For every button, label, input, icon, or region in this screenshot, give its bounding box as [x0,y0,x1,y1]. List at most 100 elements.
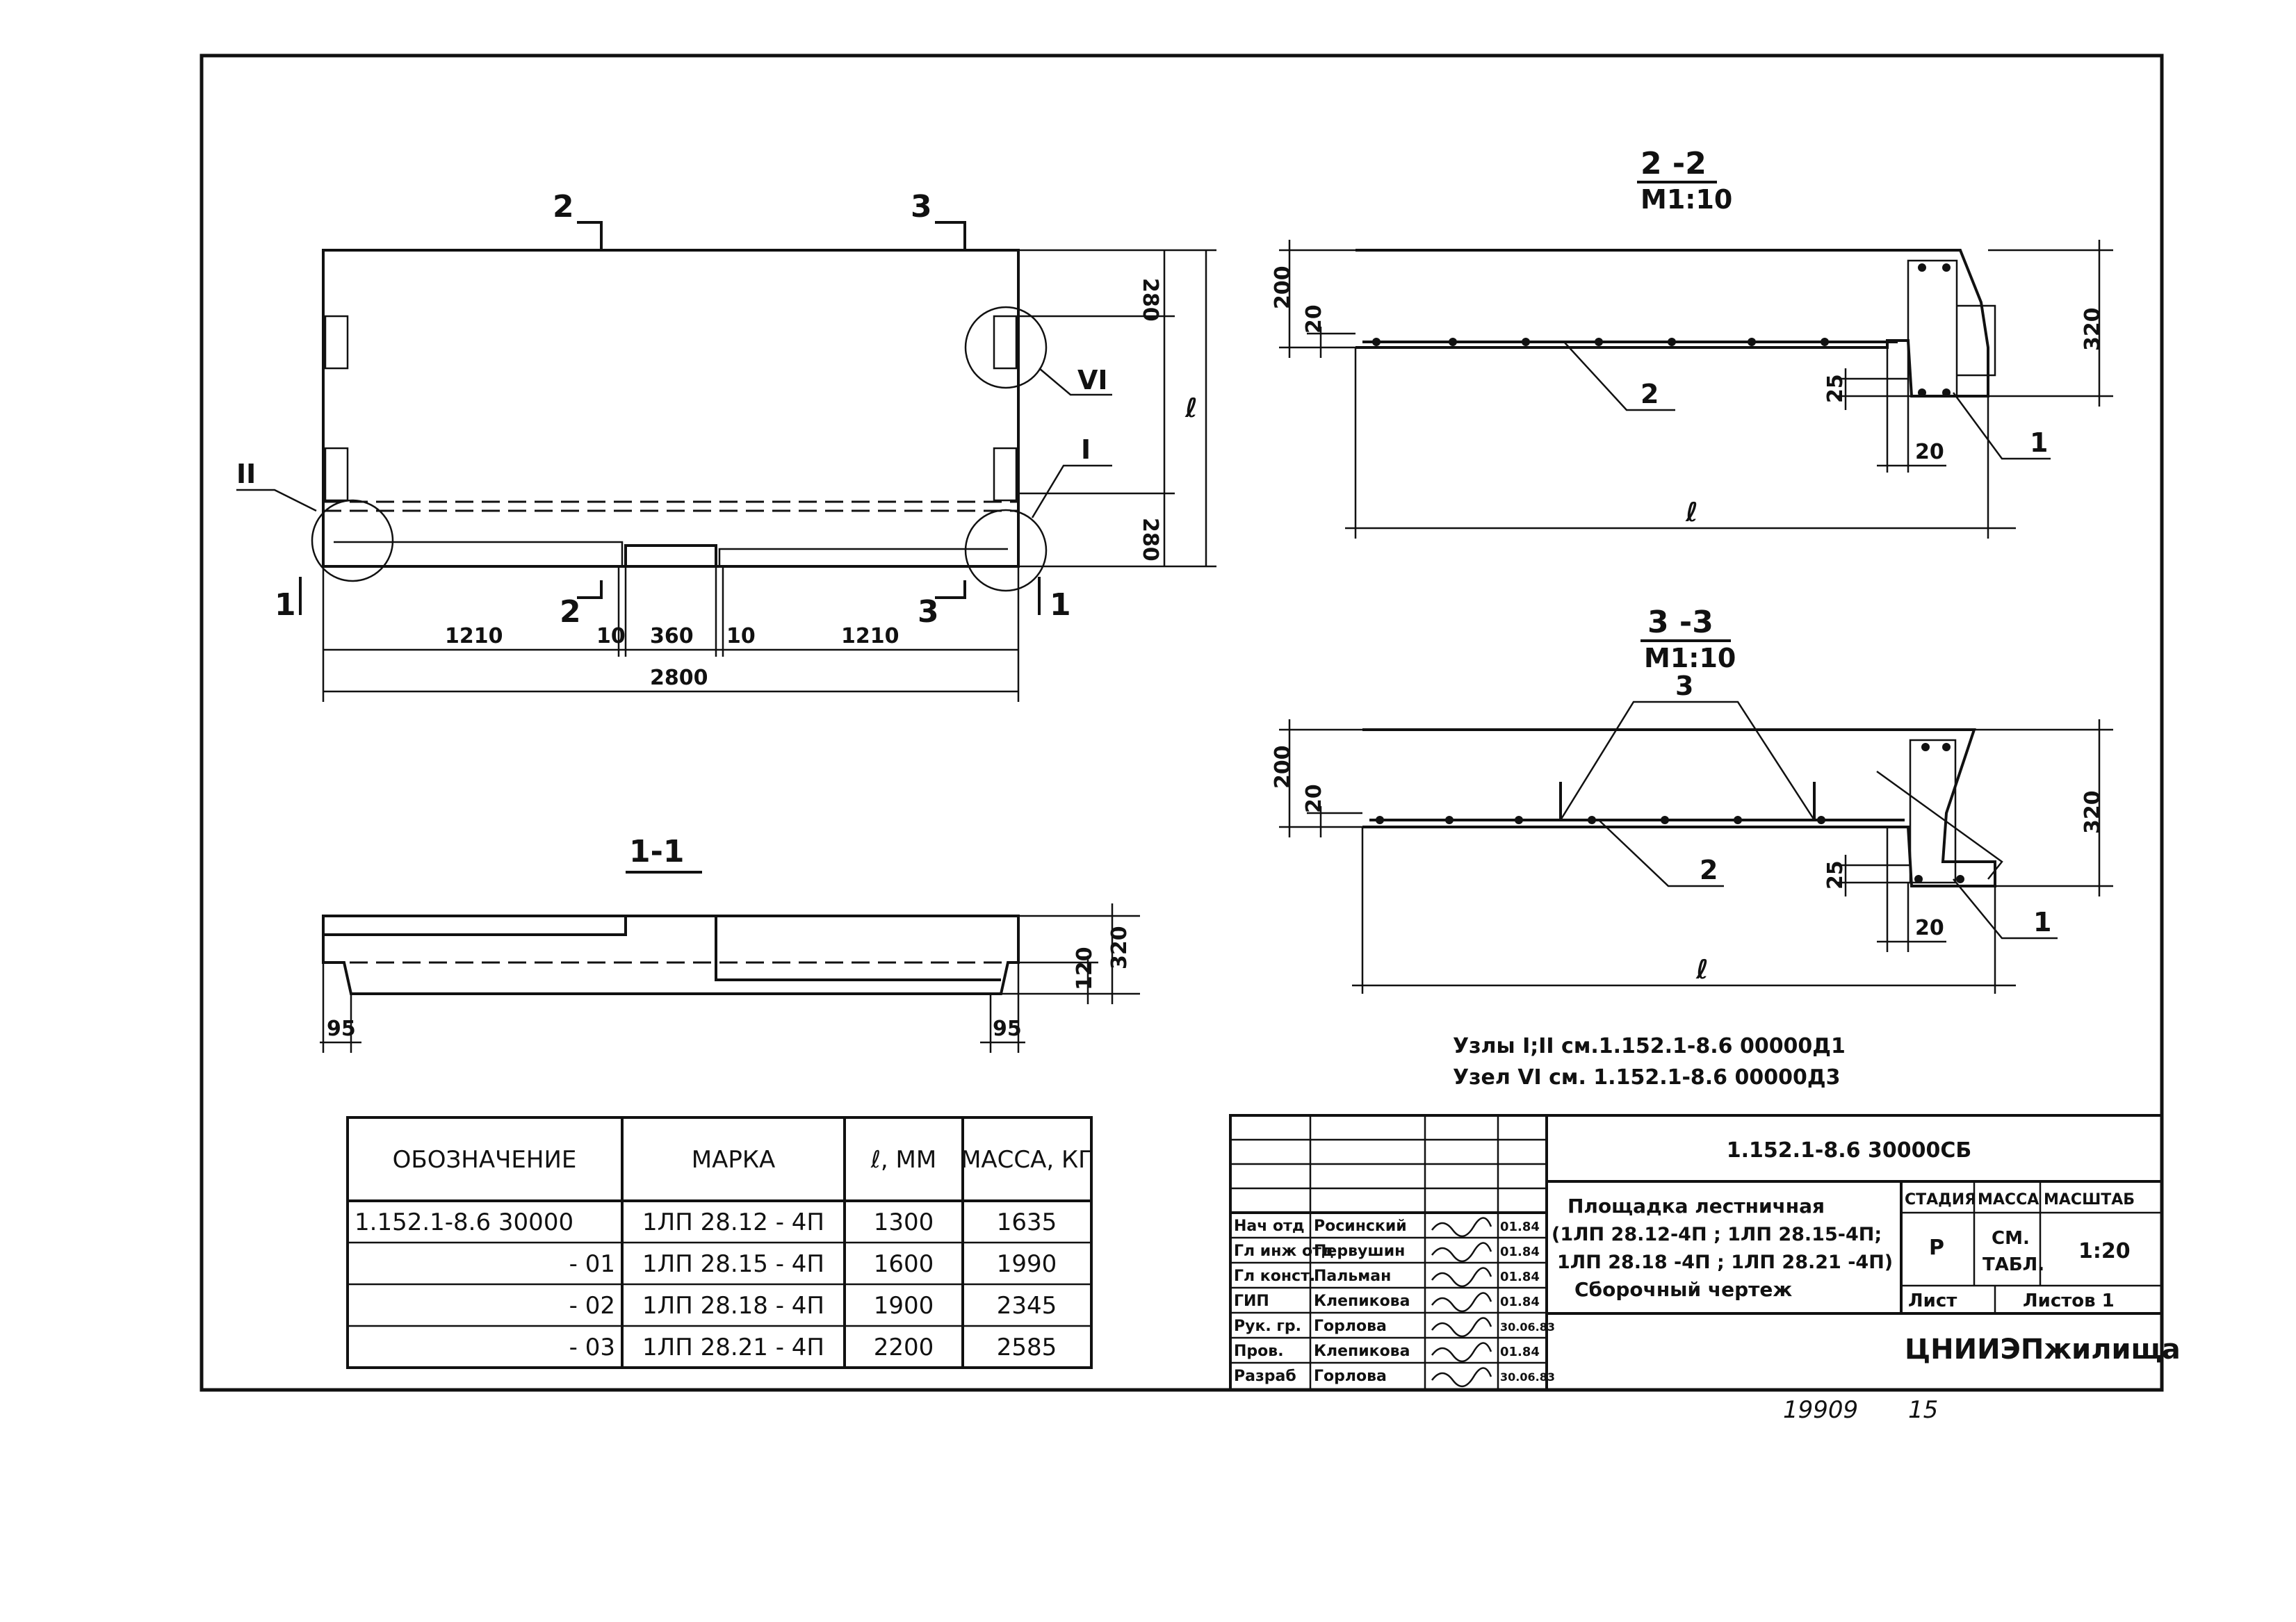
dim-200: 200 [1271,745,1295,789]
embedded-part [993,315,1018,370]
dim-320: 320 [2081,790,2105,834]
table-cell: 2345 [997,1292,1057,1320]
rebar-hook [1957,304,1996,377]
section-1-1-outline [322,915,1020,995]
svg-text:ГИП: ГИП [1234,1293,1269,1310]
node-label-I: I [1081,434,1091,465]
note-line-2: Узел VI см. 1.152.1-8.6 00000Д3 [1453,1065,1840,1090]
svg-text:СТАДИЯ: СТАДИЯ [1905,1191,1976,1209]
dim-l: ℓ [1184,393,1198,423]
section-2-2-outline [1355,249,1989,398]
note-line-1: Узлы I;II см.1.152.1-8.6 00000Д1 [1453,1034,1846,1058]
handwritten-inventory: 19909 [1783,1396,1858,1424]
rebar-hook [1876,770,2003,880]
dim-10-left: 10 [596,624,626,648]
mass-value-1: СМ. [1992,1228,2030,1249]
dim-20: 20 [1302,784,1326,813]
header-length: ℓ, ММ [870,1146,936,1174]
svg-text:Росинский: Росинский [1314,1218,1407,1235]
svg-text:Лист: Лист [1908,1291,1957,1311]
cut-mark-2-top [577,221,603,250]
dim-20-bottom: 20 [1915,440,1944,464]
leader-pos-1 [1953,878,2058,940]
stamp-code: 1.152.1-8.6 30000СБ [1727,1138,1971,1163]
svg-text:Первушин: Первушин [1314,1243,1405,1260]
rebar-dots [1372,263,1951,397]
dim-1210-right: 1210 [841,624,899,648]
stamp-title-3: 1ЛП 28.18 -4П ; 1ЛП 28.21 -4П) [1557,1252,1893,1273]
mass-value-2: ТАБЛ. [1982,1254,2044,1275]
dim-360: 360 [650,624,694,648]
node-circle-II [311,499,394,582]
stamp-title-1: Площадка лестничная [1568,1195,1825,1218]
table-cell: 1635 [997,1209,1057,1236]
node-circle-VI [964,306,1048,389]
svg-text:Разраб: Разраб [1234,1368,1296,1385]
embedded-part [993,447,1018,502]
svg-text:Гл конст.: Гл конст. [1234,1268,1315,1285]
table-cell: - 03 [569,1334,615,1361]
leader-I [1031,464,1112,518]
cut-label-3-bottom: 3 [918,594,939,630]
embedded-part [324,447,349,502]
dim-320: 320 [2081,307,2105,351]
section-1-1-step [323,916,1001,981]
table-cell: 1ЛП 28.12 - 4П [642,1209,824,1236]
section-title-2-2: 2 -2 [1640,146,1707,181]
plan-inner-edge [334,541,1008,566]
rebar-cage [1907,259,1958,398]
leader-II [236,489,317,512]
table-cell: 1600 [874,1250,934,1278]
svg-text:Клепикова: Клепикова [1314,1343,1410,1360]
svg-text:01.84: 01.84 [1500,1345,1540,1359]
scale-value: 1:20 [2078,1239,2131,1263]
dim-25: 25 [1823,860,1848,890]
cut-mark-3-top [935,221,966,250]
signatures [1431,1217,1492,1387]
table-cell: - 02 [569,1292,615,1320]
spec-table: ОБОЗНАЧЕНИЕ МАРКА ℓ, ММ МАССА, КГ 1.152.… [346,1116,1093,1369]
table-cell: 2585 [997,1334,1057,1361]
table-cell: 1.152.1-8.6 30000 [355,1209,573,1236]
pos-2: 2 [1700,855,1718,885]
dim-20: 20 [1302,304,1326,334]
stamp-title-2: (1ЛП 28.12-4П ; 1ЛП 28.15-4П; [1552,1224,1882,1245]
svg-text:01.84: 01.84 [1500,1245,1540,1259]
table-cell: 1900 [874,1292,934,1320]
leader-pos-1 [1952,392,2051,460]
plan-recess [624,544,717,566]
table-cell: 2200 [874,1334,934,1361]
header-designation: ОБОЗНАЧЕНИЕ [393,1146,577,1174]
header-mass: МАССА, КГ [961,1146,1093,1174]
table-cell: 1300 [874,1209,934,1236]
svg-text:Горлова: Горлова [1314,1318,1387,1335]
table-cell: 1990 [997,1250,1057,1278]
node-label-II: II [236,459,256,489]
node-label-VI: VI [1077,365,1108,395]
title-block: Нач отд Росинский 01.84 Гл инж отд Перву… [1229,1114,2181,1391]
section-scale-3-3: M1:10 [1644,643,1736,673]
svg-text:Гл инж отд: Гл инж отд [1234,1243,1334,1260]
dim-280-top: 280 [1138,278,1162,322]
pos-3: 3 [1675,671,1693,701]
table-cell: 1ЛП 28.18 - 4П [642,1292,824,1320]
table-cell: 1ЛП 28.21 - 4П [642,1334,824,1361]
organization: ЦНИИЭПжилища [1905,1334,2181,1366]
table-cell: 1ЛП 28.15 - 4П [642,1250,824,1278]
svg-text:Рук. гр.: Рук. гр. [1234,1318,1301,1335]
leader-pos-2 [1598,819,1724,887]
svg-text:Нач отд: Нач отд [1234,1218,1305,1235]
svg-text:Листов 1: Листов 1 [2023,1291,2115,1311]
rebar-dots [1376,743,1964,883]
plan-outline [322,249,1020,568]
leader-pos-3 [1559,701,1816,821]
svg-text:Пальман: Пальман [1314,1268,1391,1285]
pos-2: 2 [1640,379,1659,409]
section-title-3-3: 3 -3 [1647,605,1713,640]
sheet-frame [200,54,2164,1392]
dim-320: 320 [1107,926,1132,969]
node-circle-I [964,509,1048,592]
pos-1: 1 [2030,427,2048,458]
section-3-3: 3 -3 M1:10 3 200 20 320 25 [1271,605,2113,994]
